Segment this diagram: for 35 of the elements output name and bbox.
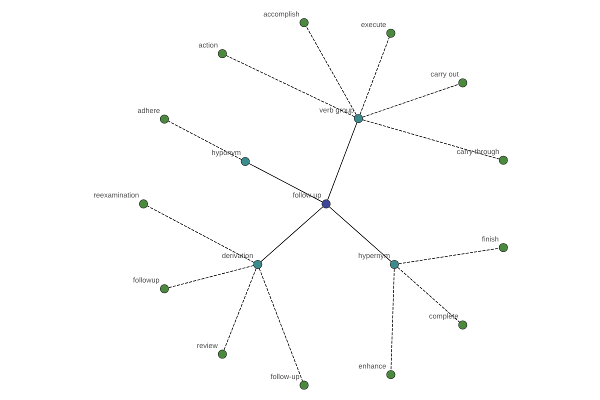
- node-circle: [386, 370, 395, 380]
- connector: [167, 120, 242, 160]
- connector: [168, 265, 254, 288]
- node-circle: [458, 78, 467, 88]
- connector: [362, 119, 500, 160]
- node-circle: [159, 284, 168, 294]
- connector: [305, 26, 356, 116]
- connector: [260, 206, 323, 262]
- connector: [359, 36, 390, 115]
- connector: [248, 163, 322, 202]
- connector: [146, 206, 254, 263]
- node-circle: [240, 157, 250, 166]
- connector: [326, 122, 357, 200]
- connector: [390, 268, 394, 371]
- node-circle: [458, 320, 467, 330]
- connector: [362, 84, 458, 118]
- node-circle: [159, 114, 168, 124]
- connector: [225, 55, 354, 118]
- node-circle: [217, 350, 226, 359]
- connector: [328, 206, 392, 262]
- node-circle: [252, 260, 262, 269]
- node-circle: [498, 156, 508, 165]
- connector: [398, 248, 499, 264]
- node-circle: [389, 260, 398, 269]
- connector: [258, 268, 302, 382]
- connector: [223, 268, 256, 350]
- node-circle: [217, 49, 226, 58]
- node-circle: [138, 199, 148, 208]
- node-circle: [498, 243, 508, 252]
- connector: [396, 267, 460, 322]
- node-circle: [321, 199, 330, 208]
- node-circle: [386, 28, 395, 38]
- node-circle: [353, 114, 362, 124]
- node-circle: [299, 380, 308, 390]
- node-circle: [299, 18, 308, 28]
